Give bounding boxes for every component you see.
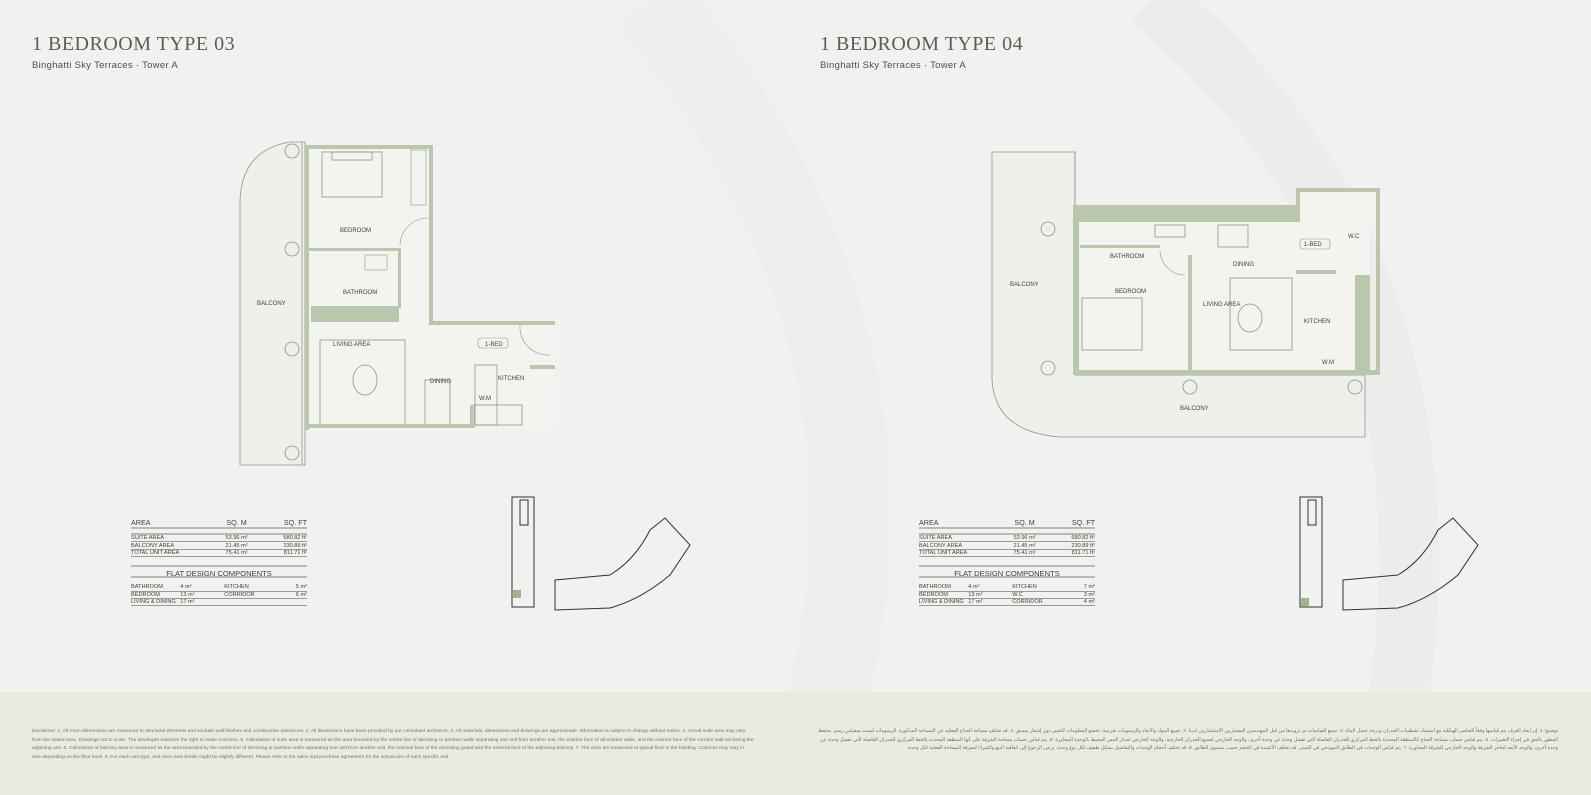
- walls: [1073, 188, 1380, 375]
- unit-highlight-03: [513, 590, 521, 598]
- walls: [305, 145, 555, 430]
- cell: 21.45 m²: [225, 542, 248, 549]
- room-label-wm: W.M: [479, 396, 491, 402]
- cell: 230.89 ft²: [283, 542, 307, 549]
- table-row: LIVING & DINING 17 m² CORRIDOR 4 m²: [919, 599, 1095, 607]
- cell: 4 m²: [180, 584, 192, 591]
- room-label-dining: DINING: [430, 379, 451, 385]
- disclaimer-english: Disclaimer: 1. All room dimensions are m…: [32, 729, 754, 760]
- sqft-header: SQ. FT: [1071, 518, 1095, 527]
- table-row: BATHROOM 4 m² KITCHEN 5 m²: [131, 584, 307, 592]
- cell: BATHROOM: [919, 584, 951, 591]
- table-row: BEDROOM 13 m² W.C 3 m²: [919, 592, 1095, 599]
- cell: 17 m²: [180, 599, 195, 606]
- cell: 13 m²: [180, 591, 195, 598]
- cell: 3 m²: [1083, 591, 1095, 598]
- cell: W.C: [1012, 591, 1023, 598]
- area-header: AREA: [131, 518, 151, 527]
- unit-highlight-04: [1301, 598, 1309, 606]
- room-label-dining: DINING: [1233, 262, 1254, 268]
- cell: 7 m²: [1083, 584, 1095, 591]
- area-header: AREA: [919, 518, 939, 527]
- cell: 53.96 m²: [1013, 535, 1036, 542]
- cell: SUITE AREA: [919, 535, 952, 542]
- room-label-wc: W.C: [1348, 234, 1360, 240]
- cell: 580.82 ft²: [283, 535, 307, 542]
- table-row: SUITE AREA 53.96 m² 580.82 ft²: [131, 535, 307, 543]
- cell: LIVING & DINING: [131, 599, 176, 606]
- room-label-balcony: BALCONY: [257, 301, 286, 307]
- table-row: TOTAL UNIT AREA 75.41 m² 811.71 ft²: [131, 549, 307, 558]
- cell: BEDROOM: [919, 591, 948, 598]
- table-row: SUITE AREA 53.96 m² 580.82 ft²: [919, 535, 1095, 543]
- cell: 230.89 ft²: [1071, 542, 1095, 549]
- components-title: FLAT DESIGN COMPONENTS: [919, 565, 1095, 579]
- sqm-header: SQ. M: [226, 518, 247, 527]
- area-table-left: AREA SQ. M SQ. FT SUITE AREA 53.96 m² 580.82…: [131, 518, 307, 607]
- room-label-bathroom: BATHROOM: [343, 290, 377, 296]
- unit-subtitle-right: Binghatti Sky Terraces · Tower A: [820, 60, 967, 71]
- footer: Disclaimer: 1. All room dimensions are m…: [0, 692, 1591, 795]
- cell: LIVING & DINING: [919, 599, 964, 606]
- area-table-right: AREA SQ. M SQ. FT SUITE AREA 53.96 m² 580.82…: [919, 518, 1095, 607]
- table-row: BALCONY AREA 21.45 m² 230.89 ft²: [919, 542, 1095, 550]
- unit-tag: 1-BED: [485, 342, 503, 348]
- cell: 4 m²: [1083, 599, 1095, 606]
- table-row: BATHROOM 4 m² KITCHEN 7 m²: [919, 584, 1095, 592]
- sqft-header: SQ. FT: [283, 518, 307, 527]
- table-row: BALCONY AREA 21.45 m² 230.89 ft²: [131, 542, 307, 550]
- cell: 4 m²: [968, 584, 980, 591]
- cell: KITCHEN: [1012, 584, 1037, 591]
- cell: 75.41 m²: [1013, 549, 1036, 556]
- unit-subtitle-left: Binghatti Sky Terraces · Tower A: [32, 60, 179, 71]
- room-label-balcony-bottom: BALCONY: [1180, 406, 1209, 412]
- unit-title-left: 1 BEDROOM TYPE 03: [32, 33, 236, 55]
- components-title: FLAT DESIGN COMPONENTS: [131, 565, 307, 579]
- cell: 811.71 ft²: [1071, 549, 1095, 556]
- room-label-living: LIVING AREA: [333, 342, 370, 348]
- plants: [1040, 221, 1363, 395]
- cell: BATHROOM: [131, 584, 163, 591]
- room-label-bathroom: BATHROOM: [1110, 254, 1144, 260]
- unit-tag: 1-BED: [1304, 242, 1322, 248]
- cell: 75.41 m²: [225, 549, 248, 556]
- cell: 13 m²: [968, 591, 983, 598]
- unit-title-right: 1 BEDROOM TYPE 04: [820, 33, 1024, 55]
- sqm-header: SQ. M: [1014, 518, 1035, 527]
- room-label-wm: W.M: [1322, 360, 1334, 366]
- cell: BALCONY AREA: [131, 542, 175, 549]
- table-row: BEDROOM 13 m² CORRIDOR 6 m²: [131, 592, 307, 599]
- table-row: LIVING & DINING 17 m²: [131, 599, 307, 607]
- cell: KITCHEN: [224, 584, 249, 591]
- cell: 17 m²: [968, 599, 983, 606]
- cell: SUITE AREA: [131, 535, 164, 542]
- cell: 811.71 ft²: [283, 549, 307, 556]
- cell: BEDROOM: [131, 591, 160, 598]
- room-label-kitchen: KITCHEN: [498, 376, 524, 382]
- cell: TOTAL UNIT AREA: [919, 549, 968, 556]
- table-row: TOTAL UNIT AREA 75.41 m² 811.71 ft²: [919, 549, 1095, 558]
- cell: 53.96 m²: [225, 535, 248, 542]
- room-label-kitchen: KITCHEN: [1304, 319, 1330, 325]
- cell: BALCONY AREA: [919, 542, 963, 549]
- plants: [284, 143, 300, 461]
- cell: CORRIDOR: [224, 591, 255, 598]
- room-label-living: LIVING AREA: [1203, 302, 1240, 308]
- cell: 21.45 m²: [1013, 542, 1036, 549]
- room-label-bedroom: BEDROOM: [340, 228, 371, 234]
- cell: CORRIDOR: [1012, 599, 1043, 606]
- disclaimer-arabic: توضيح: 1. إن أبعاد الغرف يتم قياسها وفقا…: [818, 729, 1558, 751]
- room-label-balcony: BALCONY: [1010, 282, 1039, 288]
- cell: 6 m²: [295, 591, 307, 598]
- cell: 580.82 ft²: [1071, 535, 1095, 542]
- cell: TOTAL UNIT AREA: [131, 549, 180, 556]
- cell: 5 m²: [295, 584, 307, 591]
- room-label-bedroom: BEDROOM: [1115, 289, 1146, 295]
